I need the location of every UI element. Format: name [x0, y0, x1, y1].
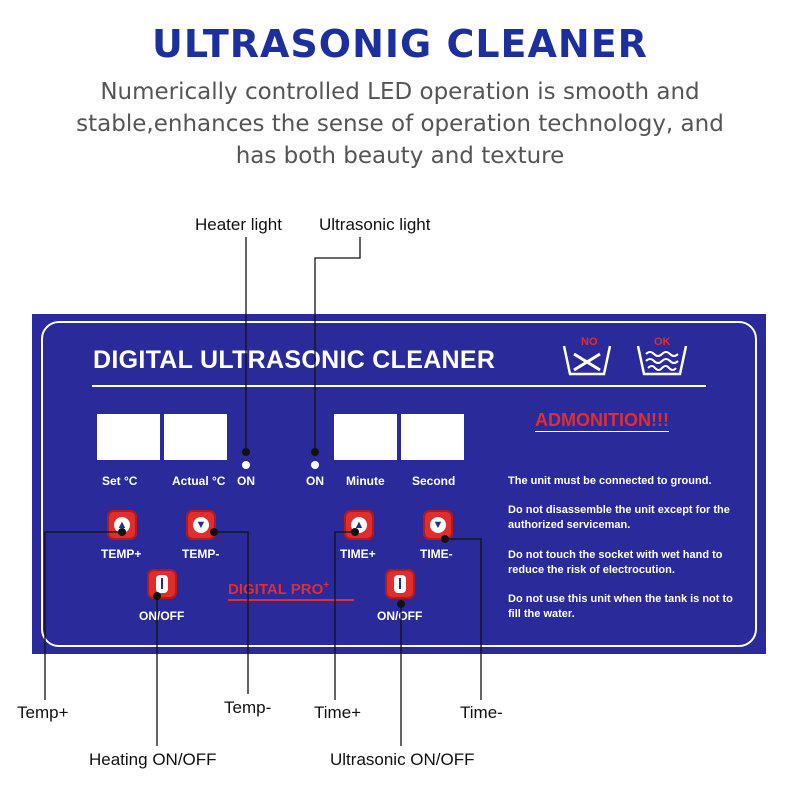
- ok-label: OK: [654, 336, 671, 348]
- time-minus-leader: [445, 538, 482, 700]
- panel-border: [41, 321, 757, 647]
- time-plus-button[interactable]: ▲: [344, 510, 374, 540]
- temp-plus-leader: [44, 531, 122, 700]
- callout-temp-plus: Temp+: [17, 703, 69, 722]
- heating-onoff-dot: [153, 592, 161, 600]
- warning-2: Do not disassemble the unit except for t…: [508, 504, 730, 531]
- heating-onoff-button[interactable]: [147, 569, 177, 599]
- display-second: [401, 414, 464, 460]
- label-time-plus: TIME+: [340, 547, 376, 561]
- label-heater-on: ON: [237, 474, 255, 488]
- ultrasonic-light-leader: [314, 237, 361, 454]
- panel-heading-rule: [92, 385, 706, 387]
- brand-underline: [228, 599, 354, 601]
- panel-heading: DIGITAL ULTRASONIC CLEANER: [93, 346, 496, 374]
- temp-plus-dot: [118, 528, 126, 536]
- subtitle-line-1: Numerically controlled LED operation is …: [100, 79, 700, 105]
- brand-logo: DIGITAL PRO+: [228, 580, 329, 598]
- ultrasonic-led: [311, 461, 319, 469]
- temp-plus-button[interactable]: ▲: [107, 510, 137, 540]
- power-icon: [394, 575, 406, 593]
- subtitle-line-3: has both beauty and texture: [235, 143, 565, 169]
- brand-mark: +: [323, 580, 330, 591]
- time-plus-dot: [351, 528, 359, 536]
- page-title: ULTRASONIG CLEANER: [152, 22, 648, 66]
- power-icon: [156, 575, 168, 593]
- time-plus-leader: [334, 531, 355, 700]
- warning-1: The unit must be connected to ground.: [508, 475, 712, 487]
- label-set-temp: Set °C: [102, 474, 138, 488]
- callout-time-plus: Time+: [314, 703, 362, 722]
- label-ultrasonic-onoff: ON/OFF: [377, 609, 423, 623]
- subtitle-line-2: stable,enhances the sense of operation t…: [76, 111, 724, 137]
- ultrasonic-onoff-dot: [397, 600, 405, 608]
- time-minus-button[interactable]: ▼: [423, 510, 453, 540]
- label-time-minus: TIME-: [420, 547, 453, 561]
- callout-ultrasonic-onoff: Ultrasonic ON/OFF: [330, 750, 475, 769]
- temp-minus-dot: [210, 528, 218, 536]
- label-temp-minus: TEMP-: [182, 547, 220, 561]
- callout-ultrasonic-light: Ultrasonic light: [319, 215, 431, 234]
- label-actual-temp: Actual °C: [172, 474, 226, 488]
- display-minute: [334, 414, 397, 460]
- callout-heater-light: Heater light: [195, 215, 282, 234]
- time-minus-dot: [441, 535, 449, 543]
- heater-led: [242, 461, 250, 469]
- arrow-down-icon: ▼: [193, 517, 209, 533]
- no-label: NO: [581, 336, 598, 348]
- callout-heating-onoff: Heating ON/OFF: [89, 750, 217, 769]
- label-second: Second: [412, 474, 456, 488]
- arrow-down-icon: ▼: [430, 517, 446, 533]
- admonition-heading: ADMONITION!!!: [535, 410, 669, 430]
- label-minute: Minute: [346, 474, 385, 488]
- no-tank-icon: NO: [560, 336, 614, 380]
- display-set-temp: [97, 414, 160, 460]
- display-actual-temp: [164, 414, 227, 460]
- warning-4: Do not use this unit when the tank is no…: [508, 593, 733, 620]
- label-heating-onoff: ON/OFF: [139, 609, 185, 623]
- temp-minus-leader: [214, 531, 249, 694]
- label-ultrasonic-on: ON: [306, 474, 324, 488]
- callout-temp-minus: Temp-: [224, 698, 272, 717]
- heater-light-dot: [242, 448, 250, 456]
- warning-3: Do not touch the socket with wet hand to…: [508, 549, 723, 576]
- ok-tank-icon: OK: [634, 336, 690, 380]
- ultrasonic-onoff-button[interactable]: [385, 569, 415, 599]
- callout-time-minus: Time-: [460, 703, 503, 722]
- brand-text: DIGITAL PRO: [228, 581, 324, 598]
- label-temp-plus: TEMP+: [101, 547, 142, 561]
- page-subtitle: Numerically controlled LED operation is …: [70, 76, 730, 172]
- ultrasonic-light-dot: [311, 448, 319, 456]
